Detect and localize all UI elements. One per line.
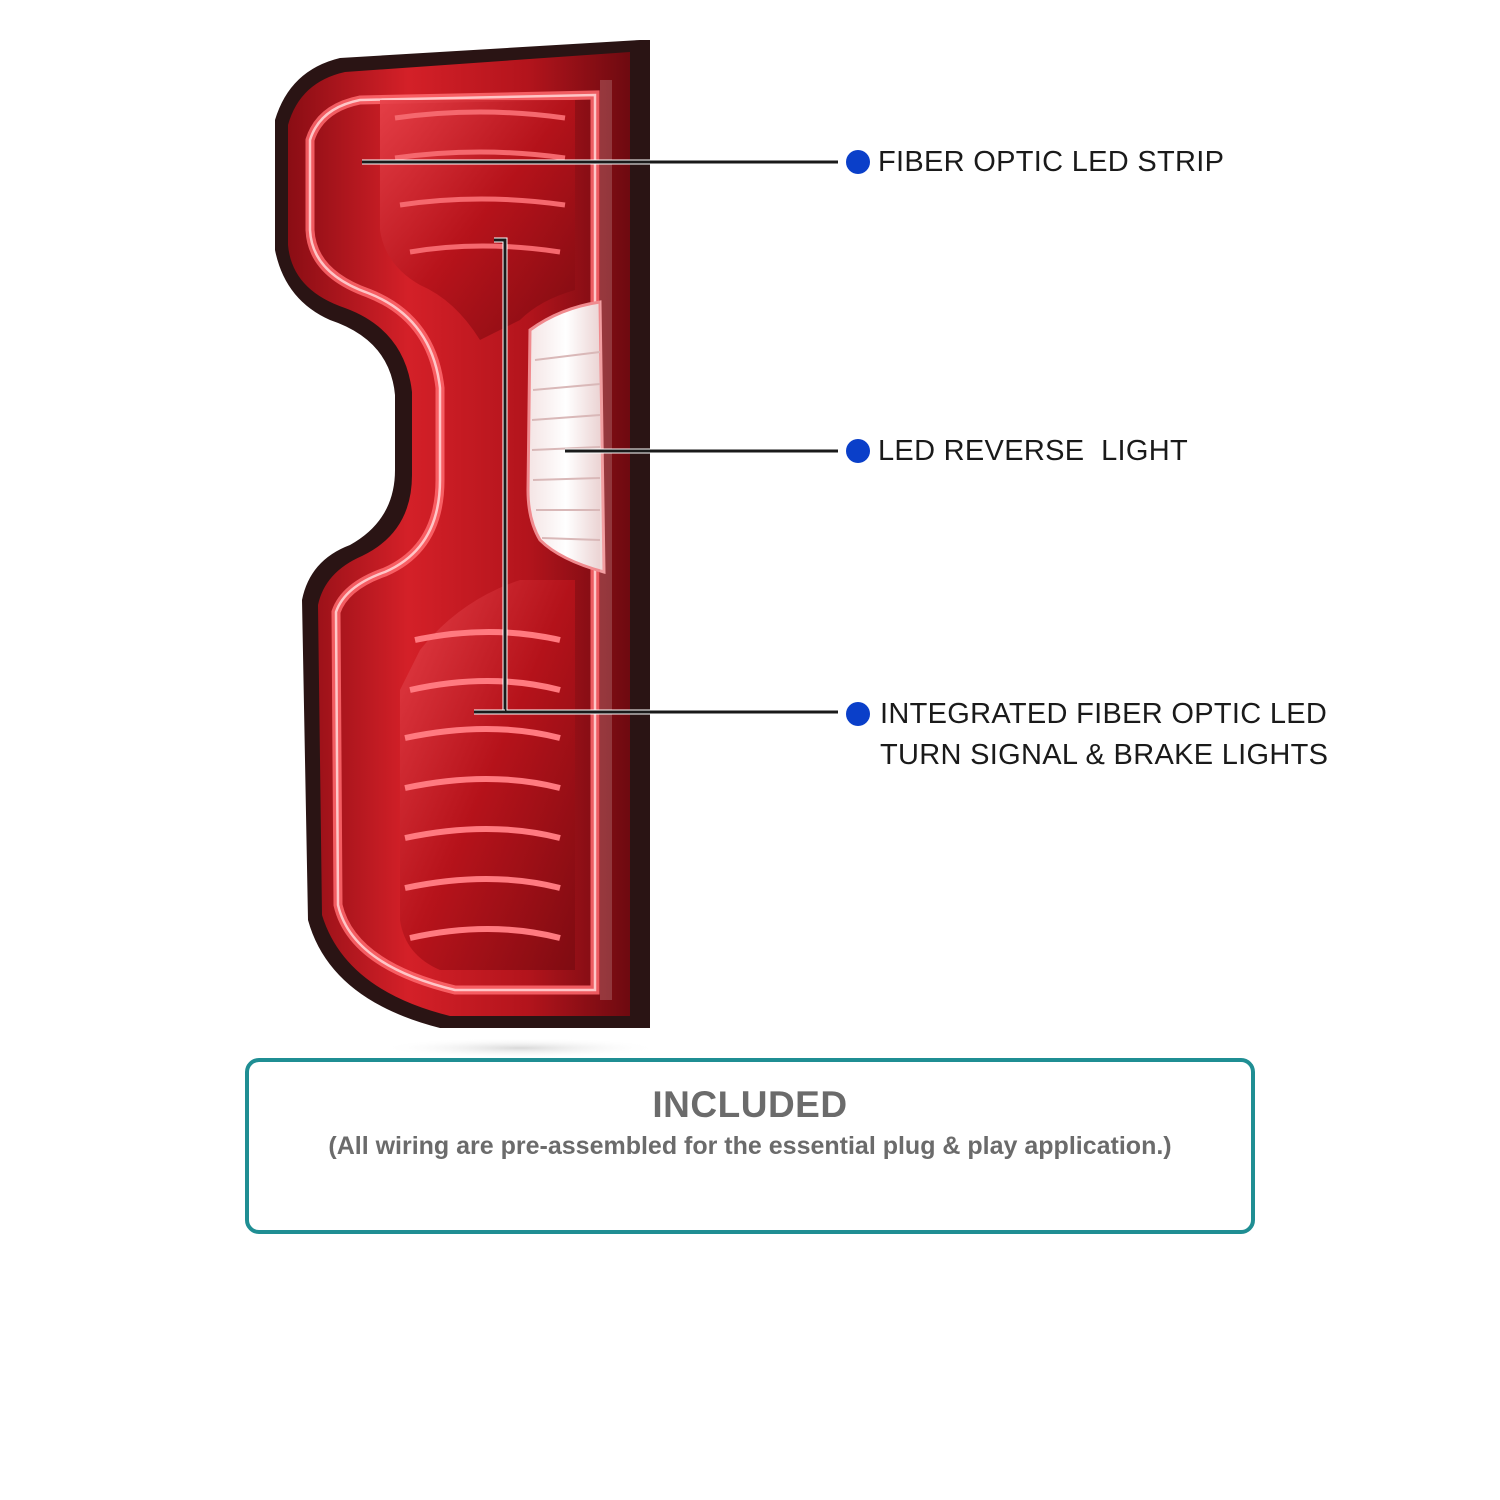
upper-led-bars [394, 109, 566, 255]
reverse-lens [526, 300, 606, 574]
blue-dot-icon [846, 439, 870, 463]
callout-turn-brake-line2: TURN SIGNAL & BRAKE LIGHTS [880, 739, 1329, 771]
included-box: INCLUDED (All wiring are pre-assembled f… [245, 1058, 1255, 1234]
lower-led-bars [404, 629, 561, 941]
blue-dot-icon [846, 150, 870, 174]
callout-reverse-light: LED REVERSE LIGHT [878, 435, 1188, 467]
callout-turn-brake-line1: INTEGRATED FIBER OPTIC LED [880, 698, 1328, 730]
callout-leaders [362, 159, 838, 715]
included-title: INCLUDED [652, 1084, 848, 1125]
tail-light-illustration [275, 40, 870, 1058]
lower-chamber [400, 580, 575, 970]
lens-highlight [600, 80, 612, 1000]
floor-shadow [380, 1038, 660, 1058]
included-subtitle: (All wiring are pre-assembled for the es… [328, 1132, 1172, 1160]
blue-dot-icon [846, 702, 870, 726]
callout-fiber-strip: FIBER OPTIC LED STRIP [878, 146, 1225, 178]
